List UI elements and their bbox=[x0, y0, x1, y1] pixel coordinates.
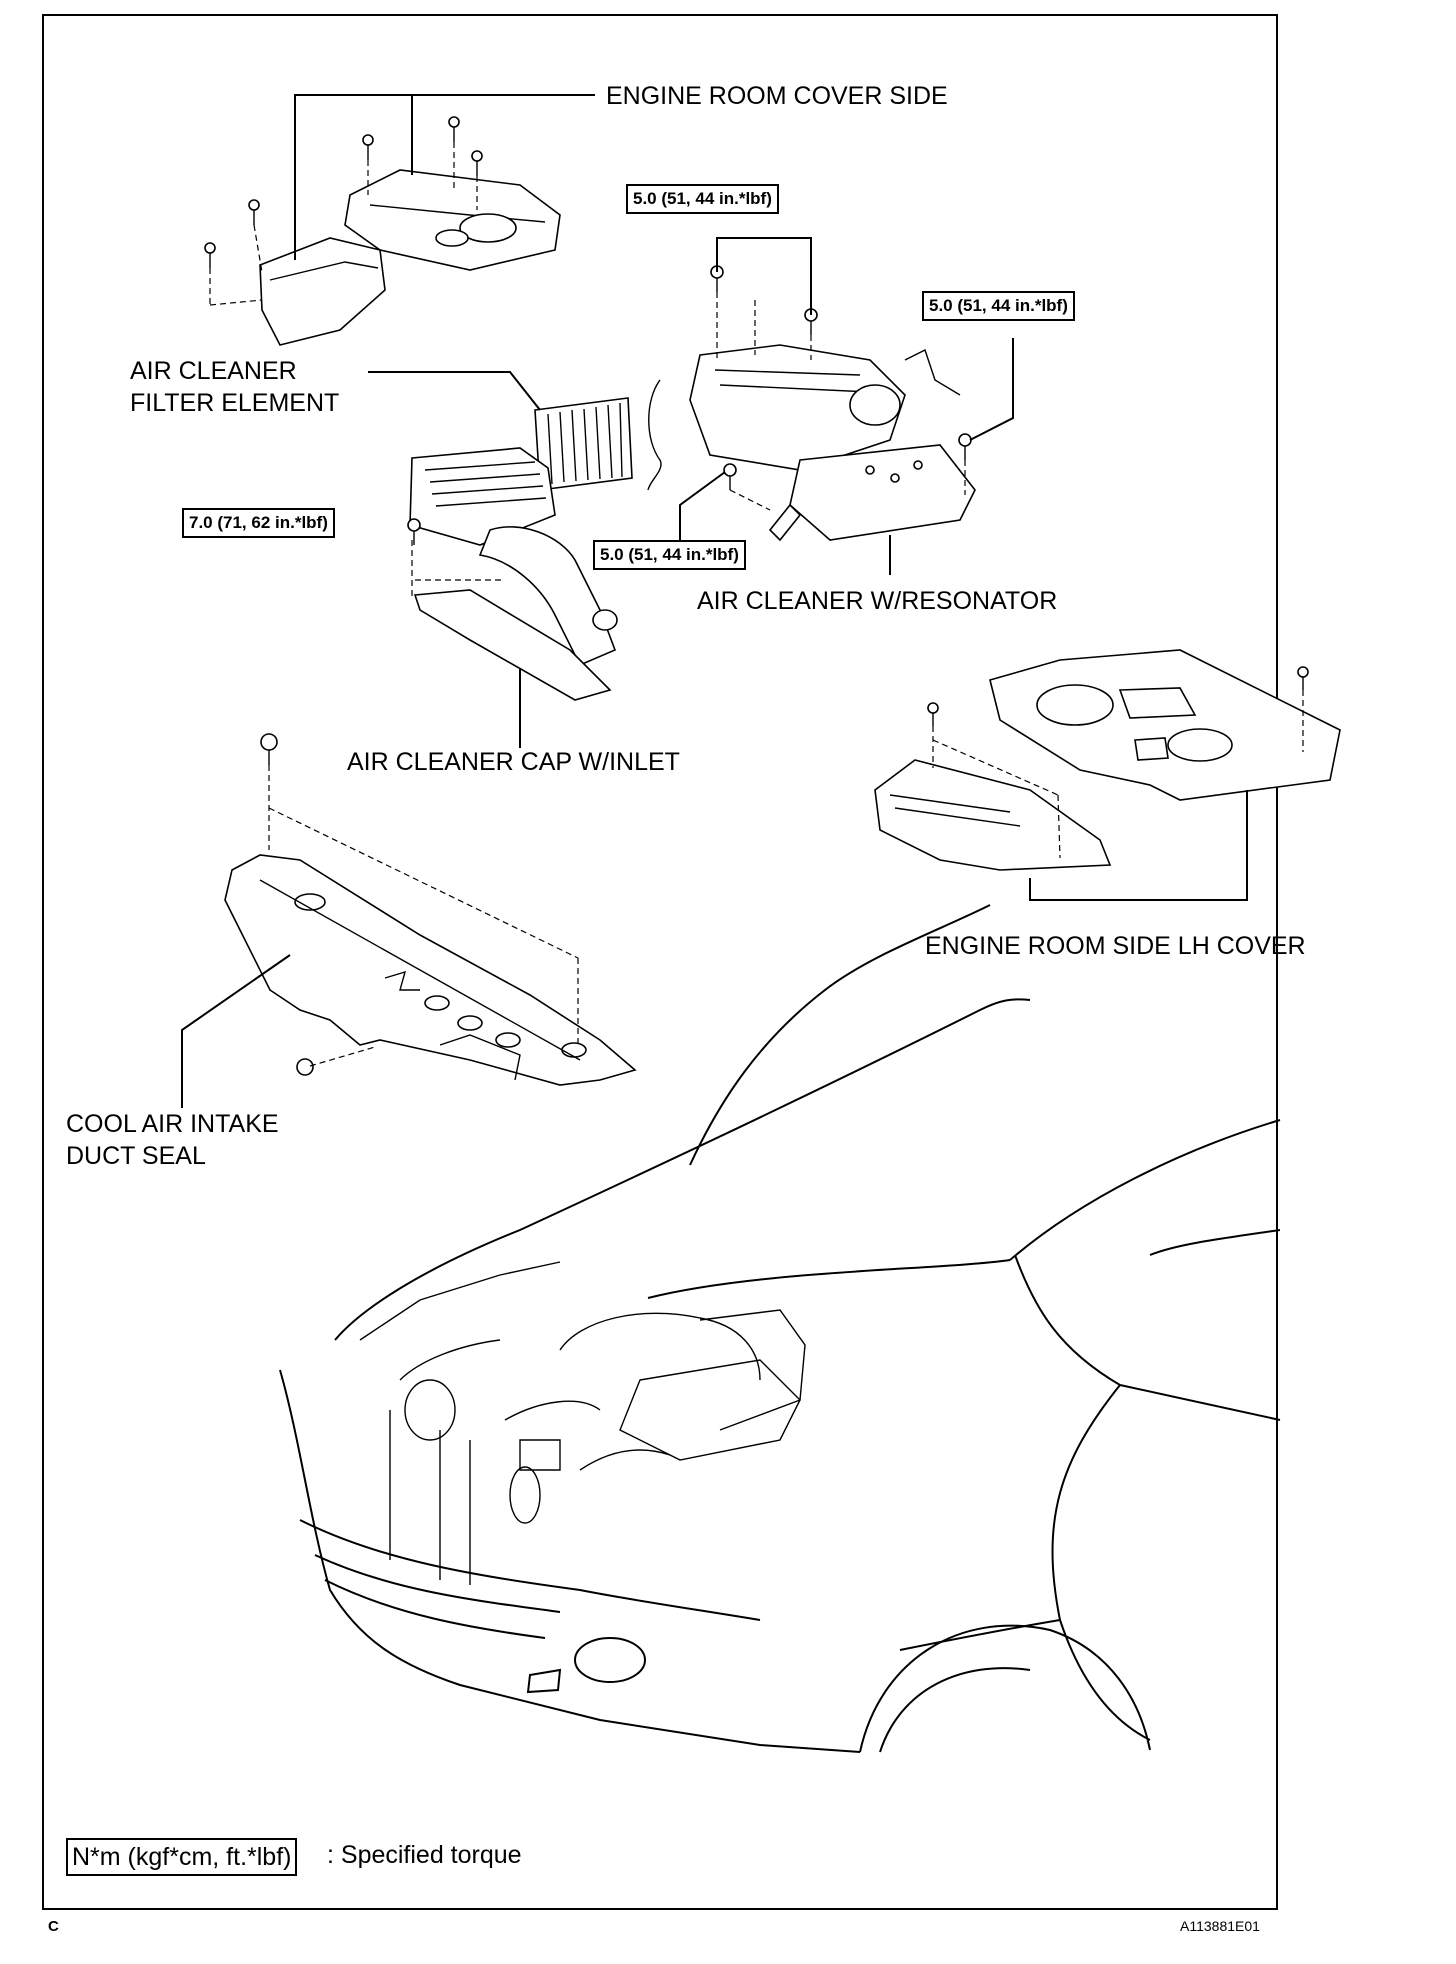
cap-inlet-bolt bbox=[407, 518, 421, 545]
label-cool-air-intake-duct-seal-line2: DUCT SEAL bbox=[66, 1142, 206, 1170]
engine-room-cover-side-part bbox=[259, 169, 561, 346]
label-air-cleaner-filter-element-line1: AIR CLEANER bbox=[130, 357, 297, 385]
torque-resonator-bottom: 5.0 (51, 44 in.*lbf) bbox=[593, 540, 746, 570]
duct-seal-clips bbox=[260, 733, 314, 1076]
label-air-cleaner-w-resonator: AIR CLEANER W/RESONATOR bbox=[697, 587, 1058, 615]
label-cool-air-intake-duct-seal-line1: COOL AIR INTAKE bbox=[66, 1110, 279, 1138]
section-letter: C bbox=[48, 1918, 59, 1935]
torque-resonator-top: 5.0 (51, 44 in.*lbf) bbox=[626, 184, 779, 214]
air-cleaner-cap-part bbox=[409, 447, 618, 701]
lh-cover-clips bbox=[927, 666, 1309, 726]
label-engine-room-side-lh-cover: ENGINE ROOM SIDE LH COVER bbox=[925, 932, 1306, 960]
cool-air-intake-duct-seal-part bbox=[224, 854, 637, 1086]
vehicle-outline bbox=[279, 904, 1281, 1753]
label-air-cleaner-filter-element-line2: FILTER ELEMENT bbox=[130, 389, 340, 417]
engine-room-side-lh-cover-part bbox=[874, 649, 1341, 871]
air-cleaner-filter-element-part bbox=[534, 397, 633, 491]
cover-side-clips bbox=[204, 116, 483, 306]
legend-torque-unit-box: N*m (kgf*cm, ft.*lbf) bbox=[66, 1838, 298, 1876]
diagram-frame bbox=[42, 14, 1278, 1910]
legend-description: : Specified torque bbox=[327, 1841, 522, 1869]
air-cleaner-resonator-part bbox=[647, 344, 976, 542]
label-engine-room-cover-side: ENGINE ROOM COVER SIDE bbox=[606, 82, 948, 110]
label-air-cleaner-cap-w-inlet: AIR CLEANER CAP W/INLET bbox=[347, 748, 680, 776]
figure-id: A113881E01 bbox=[1180, 1918, 1260, 1934]
torque-cap-inlet: 7.0 (71, 62 in.*lbf) bbox=[182, 508, 335, 538]
torque-resonator-right: 5.0 (51, 44 in.*lbf) bbox=[922, 291, 1075, 321]
